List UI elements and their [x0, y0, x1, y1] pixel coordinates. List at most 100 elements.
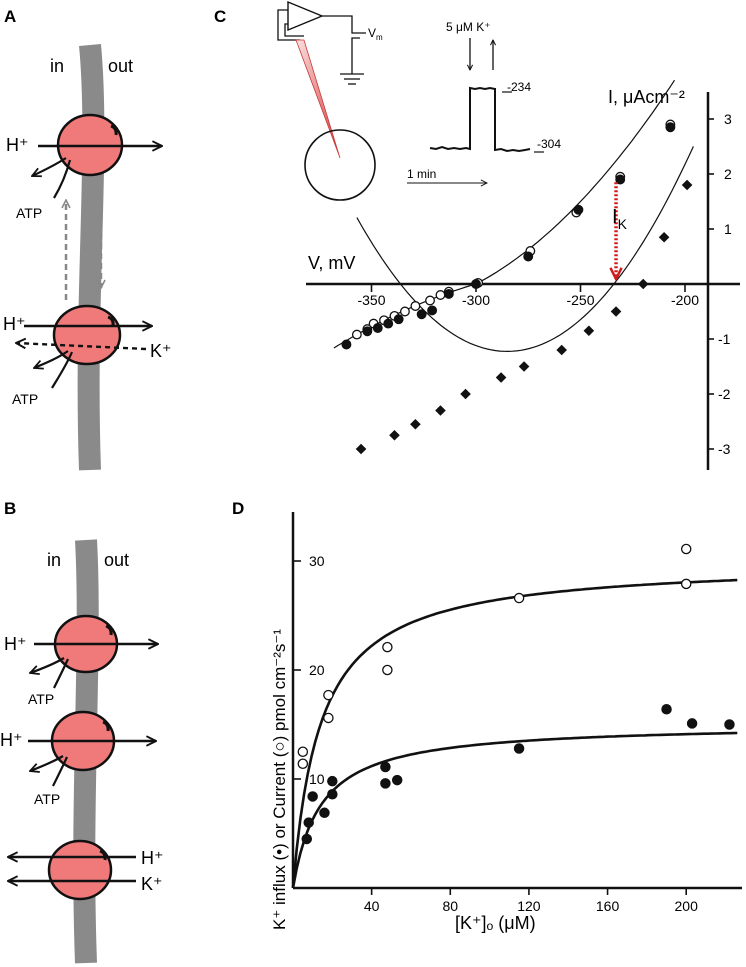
- kinetics-filled-circle-point: [327, 789, 338, 800]
- atp-arrow: [30, 755, 64, 771]
- atp-label: ATP: [28, 691, 54, 707]
- voltage-tick-label: -200: [671, 292, 699, 308]
- electrode-schematic: Vm: [277, 0, 383, 201]
- proton-pump-top: H⁺ ATP: [6, 113, 162, 221]
- panel-b-letter: B: [4, 499, 16, 518]
- kinetics-open-circle-point: [297, 758, 309, 769]
- symporter-protein: [47, 839, 113, 901]
- iv-data-points: [341, 119, 693, 455]
- panel-b: B in out H⁺ ATP H⁺ ATP H⁺: [0, 499, 164, 964]
- phospho-site-icon: [99, 849, 107, 861]
- panel-c: C Vm 5 μM K⁺ -234 -304 1 min: [214, 0, 740, 470]
- iv-filled-diamond-point: [355, 443, 367, 455]
- kinetics-data-points: [297, 543, 735, 845]
- iv-filled-circle-point: [443, 288, 454, 299]
- kinetics-filled-circle-point: [661, 703, 672, 715]
- amplifier-icon: [287, 0, 324, 32]
- phospho-site-icon: [110, 124, 118, 136]
- kinetics-open-circle-point: [382, 664, 393, 676]
- atp-label: ATP: [12, 391, 38, 407]
- proton-pump-2: H⁺ ATP: [0, 710, 156, 807]
- cell-icon: [304, 129, 376, 201]
- current-trace-inset: 5 μM K⁺ -234 -304 1 min: [407, 20, 561, 183]
- atp-arrow: [30, 657, 65, 673]
- iv-open-circle-point: [425, 295, 435, 306]
- panel-a: A in out H⁺ ATP H⁺ K⁺ ATP: [3, 7, 172, 471]
- kinetics-filled-circle-point: [380, 761, 391, 773]
- potassium-influx-arrow: [16, 343, 147, 351]
- voltage-tick-label: -300: [462, 292, 490, 308]
- trace-k-label: 5 μM K⁺: [446, 20, 491, 34]
- iv-filled-circle-point: [615, 174, 626, 185]
- iv-open-circle-point: [410, 301, 421, 311]
- kinetics-x-tick-label: 200: [675, 898, 699, 914]
- side-out-label: out: [104, 550, 129, 570]
- atp-arrow: [32, 157, 67, 176]
- iv-open-circle-point: [399, 306, 410, 317]
- iv-filled-diamond-point: [460, 388, 471, 400]
- iv-filled-diamond-point: [389, 429, 400, 441]
- kinetics-open-circle-point: [680, 543, 692, 555]
- side-in-label: in: [50, 56, 64, 76]
- kinetics-y-tick-label: 20: [309, 662, 325, 678]
- vm-label: Vm: [368, 26, 383, 42]
- time-scale-label: 1 min: [407, 167, 436, 181]
- iv-filled-diamond-point: [435, 405, 446, 416]
- kinetics-y-tick-label: 10: [309, 771, 325, 787]
- kinetics-filled-circle-point: [513, 743, 525, 754]
- kinetics-filled-circle-point: [686, 718, 698, 729]
- kinetics-x-tick-label: 160: [596, 898, 620, 914]
- current-tick-label: 3: [724, 111, 732, 127]
- iv-open-circle-point: [435, 290, 446, 300]
- micropipette-icon: [295, 39, 341, 159]
- kinetics-y-axis-label: K⁺ influx (•) or Current (○) pmol cm⁻²s⁻…: [270, 629, 289, 930]
- panel-a-letter: A: [4, 7, 16, 26]
- iv-filled-circle-point: [383, 318, 394, 329]
- iv-filled-diamond-point: [658, 231, 670, 243]
- iv-filled-circle-point: [416, 309, 427, 320]
- atp-stem: [53, 658, 70, 689]
- kinetics-x-tick-label: 40: [364, 898, 380, 914]
- ik-label: IK: [612, 206, 628, 232]
- iv-filled-diamond-point: [495, 372, 507, 383]
- iv-axes: [306, 92, 740, 470]
- proton-label: H⁺: [4, 634, 27, 654]
- kinetics-filled-circle-point: [380, 778, 391, 789]
- current-tick-label: 1: [724, 221, 732, 237]
- iv-filled-diamond-point: [556, 344, 567, 356]
- current-axis-label: I, μAcm⁻²: [608, 87, 685, 107]
- iv-filled-circle-point: [393, 314, 404, 325]
- membrane: [77, 43, 105, 471]
- panel-d-letter: D: [232, 499, 244, 518]
- kinetics-filled-circle-point: [301, 833, 313, 845]
- iv-filled-circle-point: [573, 204, 584, 215]
- iv-filled-circle-point: [523, 251, 534, 262]
- kinetics-filled-circle-point: [303, 817, 314, 828]
- kinetics-filled-circle-point: [307, 791, 318, 802]
- iv-open-circle-point: [351, 329, 362, 340]
- kinetics-open-circle-point: [382, 641, 393, 653]
- pump-protein: [52, 304, 122, 366]
- amplifier-input-wire: [277, 9, 300, 41]
- kinetics-filled-circle-point: [319, 807, 330, 819]
- atp-stem: [52, 756, 69, 787]
- current-trace-line: [429, 86, 531, 153]
- iv-fit-curve-potassium: [356, 146, 694, 353]
- h-k-symporter: H⁺ K⁺: [8, 839, 164, 901]
- ground-wire: [351, 37, 360, 74]
- kinetics-open-circle-point: [297, 746, 309, 758]
- side-out-label: out: [108, 56, 133, 76]
- current-tick-label: 2: [724, 166, 732, 182]
- panel-c-letter: C: [214, 7, 226, 26]
- iv-filled-circle-point: [341, 339, 352, 350]
- potassium-label: K⁺: [141, 874, 163, 894]
- kinetics-x-tick-label: 80: [442, 898, 458, 914]
- voltage-tick-label: -350: [357, 292, 385, 308]
- iv-filled-circle-point: [665, 122, 676, 133]
- current-tick-label: -1: [718, 331, 731, 347]
- iv-filled-diamond-point: [583, 325, 595, 337]
- proton-pump-bottom: H⁺ K⁺ ATP: [3, 304, 172, 407]
